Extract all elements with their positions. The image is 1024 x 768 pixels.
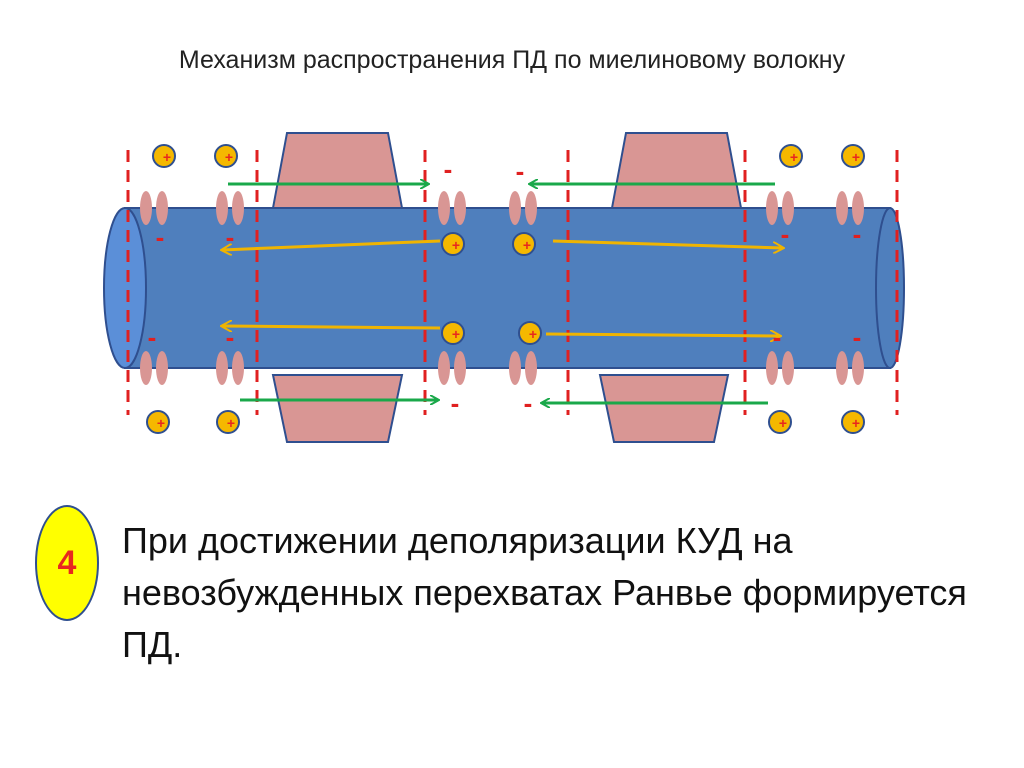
ion-channel xyxy=(782,191,794,225)
minus-sign: - xyxy=(773,322,782,352)
plus-sign: + xyxy=(225,149,233,165)
positive-ion: + xyxy=(216,410,240,434)
ion-channel xyxy=(216,191,228,225)
positive-ion: + xyxy=(768,410,792,434)
positive-ion: + xyxy=(779,144,803,168)
ion-channel xyxy=(836,191,848,225)
negative-charges: - - - - - - - - - - - - xyxy=(148,154,862,418)
positive-ion: + xyxy=(841,144,865,168)
minus-sign: - xyxy=(148,322,157,352)
ion-channel xyxy=(156,351,168,385)
ion-channel xyxy=(156,191,168,225)
myelin-sheath xyxy=(271,374,404,443)
positive-ion: + xyxy=(441,321,465,345)
outer-currents xyxy=(228,184,775,403)
ion-channel xyxy=(766,351,778,385)
plus-sign: + xyxy=(529,326,537,342)
node-boundaries xyxy=(126,150,899,415)
slide-title: Механизм распространения ПД по миелиново… xyxy=(178,46,846,74)
axon-right-end xyxy=(875,207,905,369)
ion-channel xyxy=(232,191,244,225)
ion-channel xyxy=(438,351,450,385)
plus-sign: + xyxy=(452,237,460,253)
myelin-sheath xyxy=(598,374,730,443)
minus-sign: - xyxy=(156,222,165,252)
myelin-sheaths xyxy=(271,132,743,443)
myelinated-fiber-diagram: + + + + + + + + + + + + - - - - - - - - - - - - xyxy=(103,132,905,443)
plus-sign: + xyxy=(157,415,165,431)
ion-channels xyxy=(140,191,864,385)
inner-current-arrow xyxy=(222,326,441,328)
positive-ion: + xyxy=(441,232,465,256)
ion-channel xyxy=(525,351,537,385)
plus-sign: + xyxy=(452,326,460,342)
ion-channel xyxy=(454,351,466,385)
plus-sign: + xyxy=(852,149,860,165)
minus-sign: - xyxy=(781,219,790,249)
minus-sign: - xyxy=(226,222,235,252)
inner-currents xyxy=(222,239,783,336)
plus-sign: + xyxy=(790,149,798,165)
minus-sign: - xyxy=(853,322,862,352)
minus-sign: - xyxy=(853,219,862,249)
axon-left-end xyxy=(103,207,147,369)
ion-channel xyxy=(525,191,537,225)
ion-channel xyxy=(766,191,778,225)
minus-sign: - xyxy=(226,322,235,352)
inner-current-arrow xyxy=(545,334,780,336)
positive-ion: + xyxy=(152,144,176,168)
axon-body xyxy=(124,207,891,369)
positive-ion: + xyxy=(512,232,536,256)
plus-sign: + xyxy=(779,415,787,431)
ion-channel xyxy=(140,191,152,225)
ion-channel xyxy=(852,351,864,385)
minus-sign: - xyxy=(516,156,525,186)
ion-channel xyxy=(509,191,521,225)
positive-ion: + xyxy=(214,144,238,168)
slide-text: При достижении деполяризации КУД на нево… xyxy=(122,520,967,665)
positive-ion: + xyxy=(841,410,865,434)
ion-channel xyxy=(782,351,794,385)
plus-sign: + xyxy=(852,415,860,431)
ion-channel xyxy=(140,351,152,385)
ion-channel xyxy=(216,351,228,385)
myelin-sheath xyxy=(271,132,404,209)
ion-channel xyxy=(852,191,864,225)
inner-current-arrow xyxy=(222,239,441,250)
minus-sign: - xyxy=(444,154,453,184)
axon xyxy=(103,207,905,369)
myelin-sheath xyxy=(610,132,743,209)
ion-channel xyxy=(454,191,466,225)
plus-sign: + xyxy=(523,237,531,253)
plus-sign: + xyxy=(227,415,235,431)
ion-channel xyxy=(836,351,848,385)
minus-sign: - xyxy=(451,388,460,418)
positive-ion: + xyxy=(518,321,542,345)
ion-channel xyxy=(509,351,521,385)
inner-current-arrow xyxy=(552,239,783,248)
ion-channel xyxy=(438,191,450,225)
ion-channel xyxy=(232,351,244,385)
positive-ion: + xyxy=(146,410,170,434)
plus-sign: + xyxy=(163,149,171,165)
step-number: 4 xyxy=(57,543,77,582)
positive-ions: + + + + + + + + + + + + xyxy=(146,144,865,434)
step-badge: 4 xyxy=(35,505,99,621)
minus-sign: - xyxy=(524,388,533,418)
